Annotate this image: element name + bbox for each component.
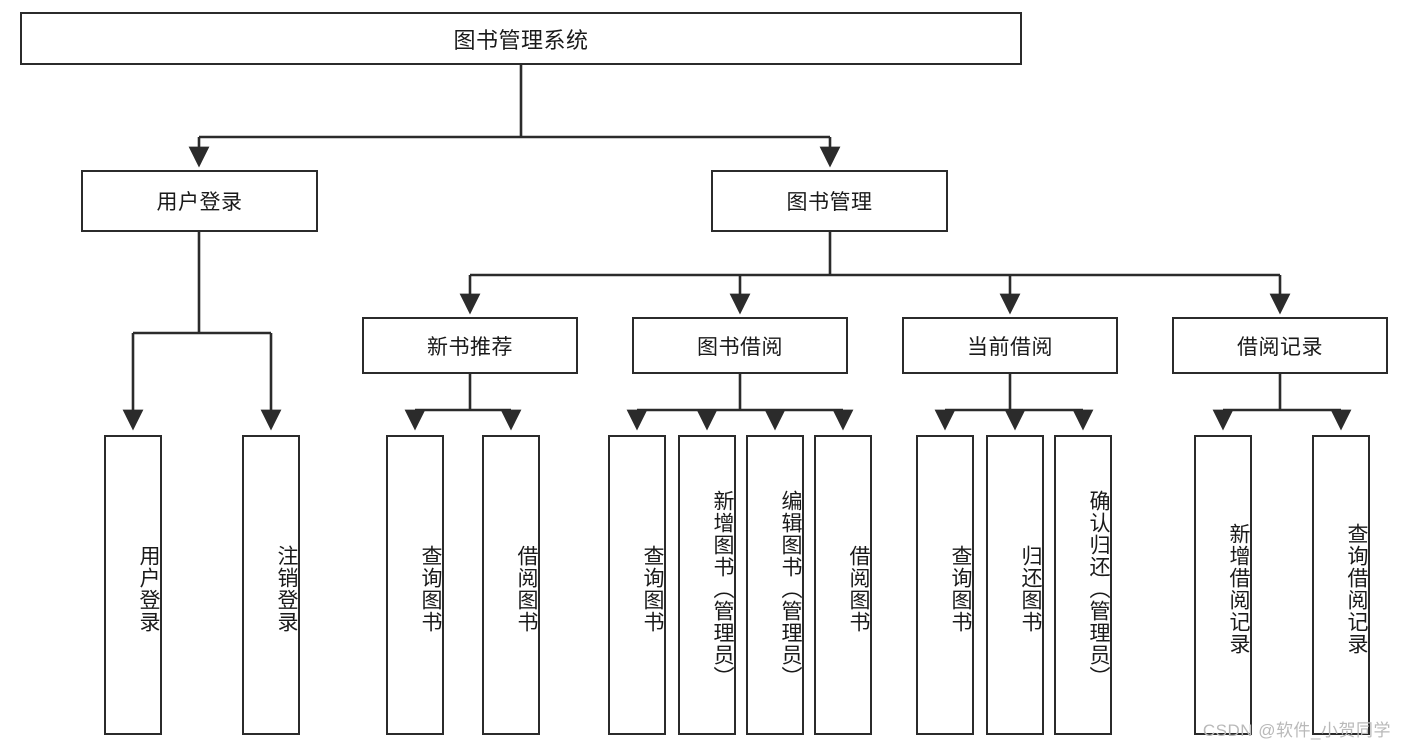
node-borrow-records[interactable]: 借阅记录 — [1172, 317, 1388, 374]
leaf-add-book-admin[interactable]: 新增图书（管理员） — [678, 435, 736, 735]
leaf-query-book-borrow[interactable]: 查询图书 — [608, 435, 666, 735]
node-root[interactable]: 图书管理系统 — [20, 12, 1022, 65]
leaf-edit-book-admin[interactable]: 编辑图书（管理员） — [746, 435, 804, 735]
node-new-book-recommend[interactable]: 新书推荐 — [362, 317, 578, 374]
leaf-query-book-recommend[interactable]: 查询图书 — [386, 435, 444, 735]
node-book-borrow[interactable]: 图书借阅 — [632, 317, 848, 374]
node-book-management[interactable]: 图书管理 — [711, 170, 948, 232]
leaf-query-borrow-record[interactable]: 查询借阅记录 — [1312, 435, 1370, 735]
node-current-borrow[interactable]: 当前借阅 — [902, 317, 1118, 374]
leaf-borrow-book-recommend[interactable]: 借阅图书 — [482, 435, 540, 735]
leaf-user-login[interactable]: 用户登录 — [104, 435, 162, 735]
node-user-login[interactable]: 用户登录 — [81, 170, 318, 232]
leaf-borrow-book[interactable]: 借阅图书 — [814, 435, 872, 735]
leaf-logout[interactable]: 注销登录 — [242, 435, 300, 735]
csdn-watermark: CSDN @软件_小贺同学 — [1202, 721, 1391, 740]
leaf-add-borrow-record[interactable]: 新增借阅记录 — [1194, 435, 1252, 735]
leaf-confirm-return-admin[interactable]: 确认归还（管理员） — [1054, 435, 1112, 735]
leaf-return-book[interactable]: 归还图书 — [986, 435, 1044, 735]
leaf-query-book-current[interactable]: 查询图书 — [916, 435, 974, 735]
